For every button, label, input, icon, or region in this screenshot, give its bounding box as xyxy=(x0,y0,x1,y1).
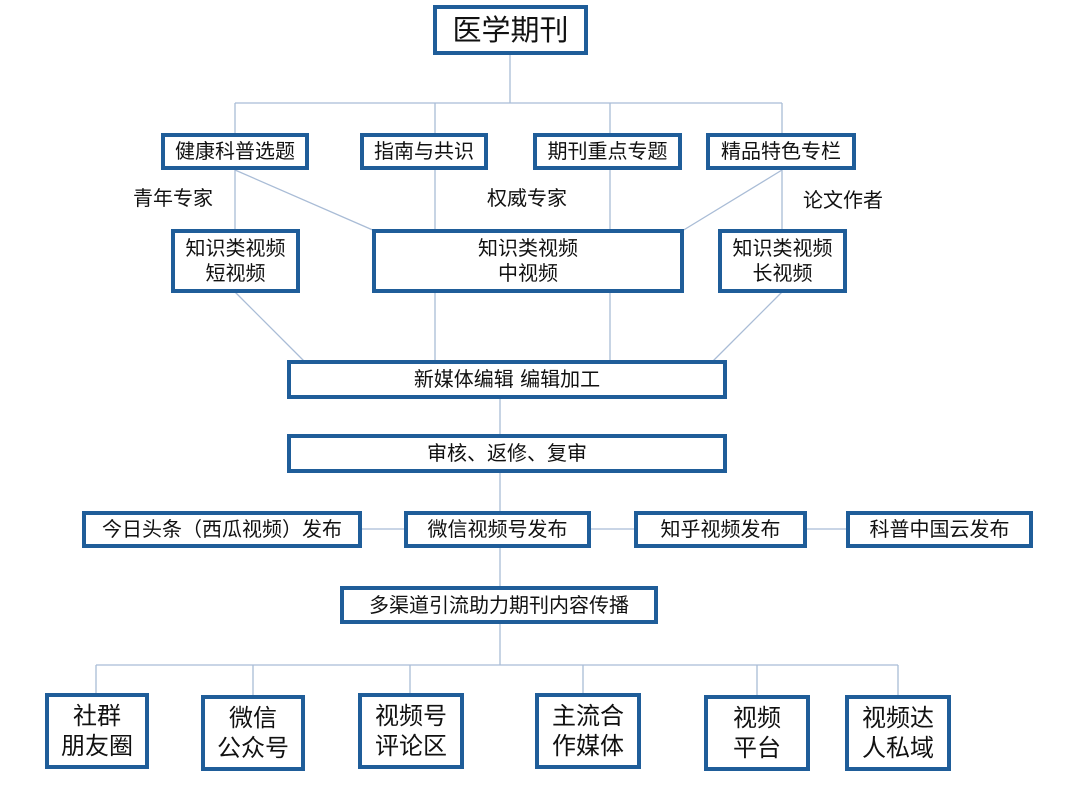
root-label: 医学期刊 xyxy=(452,12,569,47)
channel-community-line2: 朋友圈 xyxy=(61,732,133,760)
root-node: 医学期刊 xyxy=(433,5,588,55)
channel-media: 主流合 作媒体 xyxy=(535,693,641,769)
review-node: 审核、返修、复审 xyxy=(287,434,727,473)
spread-label: 多渠道引流助力期刊内容传播 xyxy=(369,592,629,617)
publish-toutiao-label: 今日头条（西瓜视频）发布 xyxy=(102,517,342,541)
publish-wechat-channels-label: 微信视频号发布 xyxy=(427,517,568,541)
topic-column-label: 精品特色专栏 xyxy=(721,139,841,163)
video-short-line2: 短视频 xyxy=(205,261,266,285)
video-long-line1: 知识类视频 xyxy=(732,236,833,260)
publish-kepu: 科普中国云发布 xyxy=(846,511,1033,548)
channel-official-line2: 公众号 xyxy=(217,734,289,762)
video-short: 知识类视频 短视频 xyxy=(171,229,300,293)
channel-media-line2: 作媒体 xyxy=(552,732,624,760)
channel-platform-line1: 视频 xyxy=(733,704,781,732)
channel-official-line1: 微信 xyxy=(229,704,277,732)
channel-comments-line1: 视频号 xyxy=(375,702,447,730)
video-medium: 知识类视频 中视频 xyxy=(372,229,684,293)
channel-community-line1: 社群 xyxy=(73,702,121,730)
channel-platform-line2: 平台 xyxy=(733,734,781,762)
review-label: 审核、返修、复审 xyxy=(427,441,587,465)
channel-official: 微信 公众号 xyxy=(201,695,305,771)
channel-influencer-line1: 视频达 xyxy=(862,704,934,732)
channel-influencer: 视频达 人私域 xyxy=(845,695,951,771)
author-young-label: 青年专家 xyxy=(133,186,213,210)
video-medium-line2: 中视频 xyxy=(498,261,558,285)
publish-zhihu: 知乎视频发布 xyxy=(634,511,807,548)
video-short-line1: 知识类视频 xyxy=(185,236,286,260)
channel-influencer-line2: 人私域 xyxy=(862,734,934,762)
topic-special: 期刊重点专题 xyxy=(533,133,682,170)
video-long: 知识类视频 长视频 xyxy=(718,229,847,293)
video-medium-line1: 知识类视频 xyxy=(478,236,578,260)
channel-platform: 视频 平台 xyxy=(704,695,810,771)
publish-wechat-channels: 微信视频号发布 xyxy=(404,511,591,548)
topic-health: 健康科普选题 xyxy=(161,133,309,170)
video-long-line2: 长视频 xyxy=(752,261,813,285)
channel-comments-line2: 评论区 xyxy=(375,732,447,760)
topic-column: 精品特色专栏 xyxy=(706,133,856,170)
channel-comments: 视频号 评论区 xyxy=(358,693,464,769)
publish-toutiao: 今日头条（西瓜视频）发布 xyxy=(82,511,362,548)
channel-community: 社群 朋友圈 xyxy=(45,693,149,769)
topic-special-label: 期刊重点专题 xyxy=(547,139,668,163)
spread-node: 多渠道引流助力期刊内容传播 xyxy=(340,586,658,624)
topic-guide-label: 指南与共识 xyxy=(374,139,474,163)
edit-label: 新媒体编辑 编辑加工 xyxy=(413,367,601,391)
publish-zhihu-label: 知乎视频发布 xyxy=(660,517,781,541)
author-paper-label: 论文作者 xyxy=(803,188,883,212)
topic-health-label: 健康科普选题 xyxy=(175,139,295,163)
author-authority-label: 权威专家 xyxy=(487,186,567,210)
publish-kepu-label: 科普中国云发布 xyxy=(869,517,1010,541)
topic-guide: 指南与共识 xyxy=(360,133,488,170)
edit-node: 新媒体编辑 编辑加工 xyxy=(287,360,727,399)
channel-media-line1: 主流合 xyxy=(552,702,624,730)
